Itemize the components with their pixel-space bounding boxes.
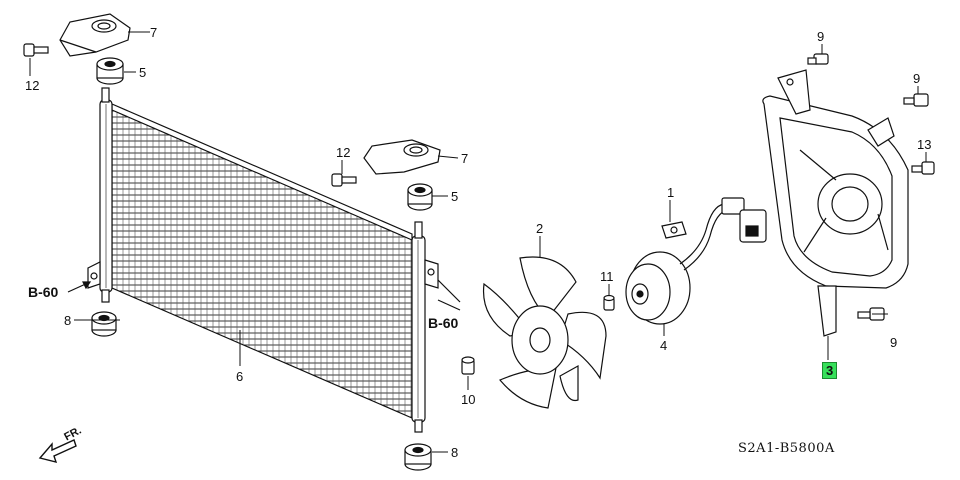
callout-10: 10: [461, 392, 476, 407]
cushion-5-upper-left: [96, 57, 124, 85]
fan-shroud: [762, 69, 909, 337]
callout-13: 13: [917, 137, 932, 152]
upper-left-bracket: [59, 13, 131, 57]
upper-right-bracket: [363, 139, 441, 175]
leader-lines: [29, 31, 927, 453]
condenser: [87, 87, 439, 433]
callout-1: 1: [667, 185, 675, 200]
fan-motor: [625, 203, 729, 325]
cushion-8-left: [91, 311, 117, 337]
bolt-12-right: [331, 173, 357, 187]
cushion-8-bottom: [404, 443, 432, 471]
motor-connector: [721, 197, 767, 243]
bolt-13: [911, 161, 935, 175]
callout-7-right: 7: [461, 151, 469, 166]
callout-5-upper: 5: [139, 65, 147, 80]
callout-3-highlighted[interactable]: 3: [822, 362, 838, 379]
callout-6: 6: [236, 369, 244, 384]
bolt-12-left: [23, 43, 49, 57]
front-arrow-icon: [38, 439, 77, 463]
diagram-code: S2A1-B5800A: [738, 441, 835, 456]
cushion-5-right: [407, 183, 433, 211]
callout-9-bottom: 9: [890, 335, 898, 350]
callout-4: 4: [660, 338, 668, 353]
clip-1: [661, 221, 687, 239]
callout-2: 2: [536, 221, 544, 236]
callout-8-bottom: 8: [451, 445, 459, 460]
callout-9-right: 9: [913, 71, 921, 86]
callout-8-left: 8: [64, 313, 72, 328]
nut-10: [461, 356, 475, 375]
bolt-9-top: [807, 53, 829, 65]
callout-9-top: 9: [817, 29, 825, 44]
callout-12-left: 12: [25, 78, 40, 93]
bolt-9-right: [903, 93, 929, 107]
nut-11: [603, 294, 615, 311]
ref-label-left: B-60: [28, 284, 59, 300]
callout-5-right: 5: [451, 189, 459, 204]
callout-12-right: 12: [336, 145, 351, 160]
callout-11: 11: [600, 269, 614, 284]
fan: [482, 256, 607, 409]
ref-label-right: B-60: [428, 315, 459, 331]
ref-arrows: [67, 279, 461, 311]
callout-7-upper: 7: [150, 25, 158, 40]
